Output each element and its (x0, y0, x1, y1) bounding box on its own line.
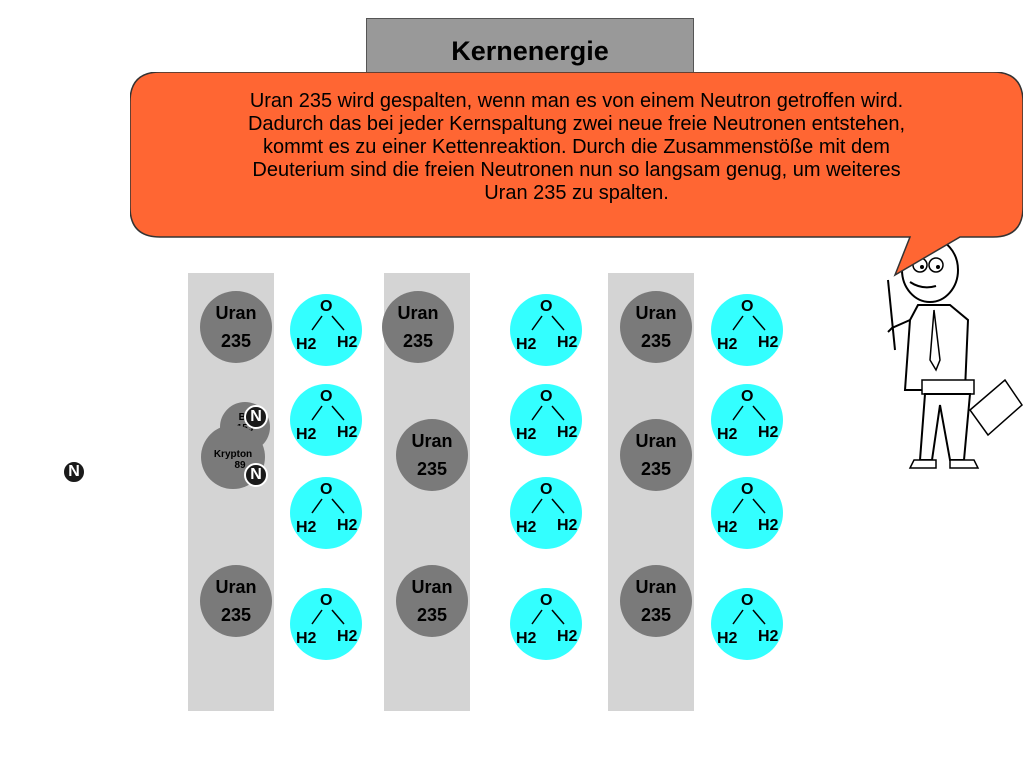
hydrogen-label: H2 (717, 519, 738, 536)
water-molecule: O H2 H2 (290, 477, 362, 549)
water-molecule: O H2 H2 (510, 588, 582, 660)
water-molecule: O H2 H2 (711, 294, 783, 366)
water-molecule: O H2 H2 (290, 588, 362, 660)
water-molecule: O H2 H2 (510, 294, 582, 366)
hydrogen-label: H2 (758, 628, 779, 645)
oxygen-label: O (320, 298, 333, 315)
hydrogen-label: H2 (516, 519, 537, 536)
oxygen-label: O (540, 481, 553, 498)
hydrogen-label: H2 (296, 630, 317, 647)
oxygen-label: O (540, 298, 553, 315)
hydrogen-label: H2 (296, 519, 317, 536)
hydrogen-label: H2 (758, 517, 779, 534)
water-molecule: O H2 H2 (711, 588, 783, 660)
oxygen-label: O (320, 388, 333, 405)
speech-text: Uran 235 wird gespalten, wenn man es von… (247, 90, 906, 204)
hydrogen-label: H2 (337, 517, 358, 534)
water-molecule: O H2 H2 (510, 384, 582, 456)
oxygen-label: O (741, 481, 754, 498)
oxygen-label: O (741, 388, 754, 405)
hydrogen-label: H2 (758, 424, 779, 441)
hydrogen-label: H2 (717, 426, 738, 443)
teacher-figure (887, 237, 1023, 469)
hydrogen-label: H2 (516, 336, 537, 353)
oxygen-label: O (320, 481, 333, 498)
hydrogen-label: H2 (337, 628, 358, 645)
water-molecule: O H2 H2 (711, 477, 783, 549)
hydrogen-label: H2 (557, 424, 578, 441)
page-title: Kernenergie (451, 36, 609, 66)
neutron: N (244, 463, 268, 487)
water-molecule: O H2 H2 (290, 384, 362, 456)
water-molecule: O H2 H2 (510, 477, 582, 549)
neutron: N (244, 405, 268, 429)
neutron: N (62, 460, 86, 484)
hydrogen-label: H2 (758, 334, 779, 351)
oxygen-label: O (741, 592, 754, 609)
water-molecule: O H2 H2 (290, 294, 362, 366)
oxygen-label: O (540, 388, 553, 405)
hydrogen-label: H2 (296, 336, 317, 353)
hydrogen-label: H2 (516, 426, 537, 443)
hydrogen-label: H2 (516, 630, 537, 647)
oxygen-label: O (741, 298, 754, 315)
oxygen-label: O (320, 592, 333, 609)
hydrogen-label: H2 (296, 426, 317, 443)
hydrogen-label: H2 (337, 334, 358, 351)
hydrogen-label: H2 (557, 334, 578, 351)
hydrogen-label: H2 (337, 424, 358, 441)
hydrogen-label: H2 (557, 517, 578, 534)
oxygen-label: O (540, 592, 553, 609)
water-molecule: O H2 H2 (711, 384, 783, 456)
speech-callout (130, 72, 1023, 277)
hydrogen-label: H2 (717, 630, 738, 647)
hydrogen-label: H2 (717, 336, 738, 353)
hydrogen-label: H2 (557, 628, 578, 645)
